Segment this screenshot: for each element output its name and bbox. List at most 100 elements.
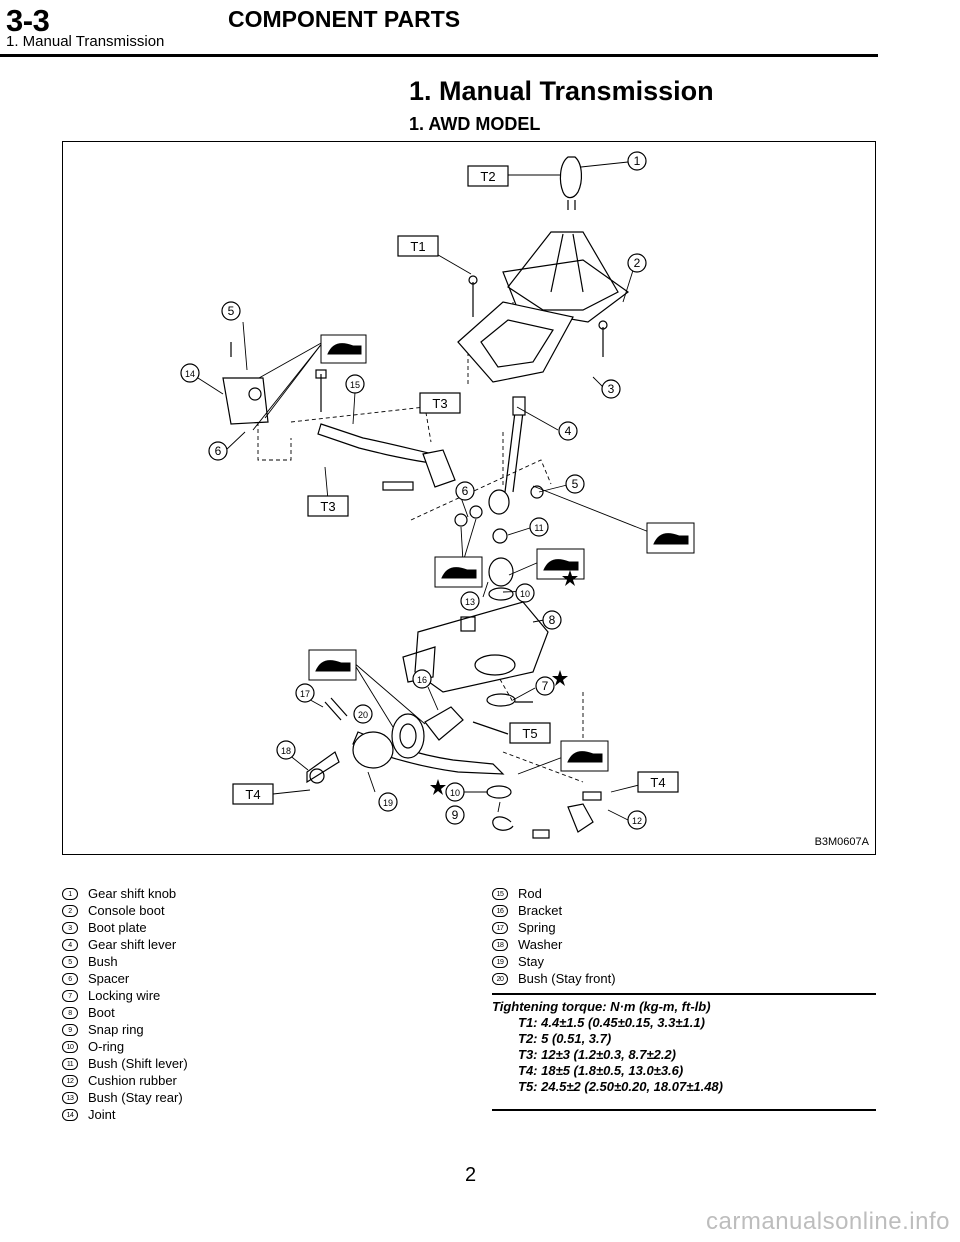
legend-label: Gear shift lever (88, 937, 177, 952)
svg-text:18: 18 (281, 746, 291, 756)
legend-number-badge: 3 (62, 921, 78, 934)
legend-item: 8 Boot (62, 1004, 188, 1021)
legend-number-badge: 15 (492, 887, 508, 900)
legend-item: 15 Rod (492, 885, 616, 902)
callout-14: 14 (180, 363, 200, 383)
torque-tag-t1: T1 (397, 235, 439, 257)
grease-icon (560, 740, 609, 772)
legend-item: 7 Locking wire (62, 987, 188, 1004)
grease-icon (308, 649, 357, 681)
torque-row: T3: 12±3 (1.2±0.3, 8.7±2.2) (518, 1047, 676, 1062)
legend-number-badge: 8 (62, 1006, 78, 1019)
callout-12: 12 (627, 810, 647, 830)
section-subtitle: 1. Manual Transmission (6, 33, 165, 50)
svg-text:5: 5 (228, 304, 235, 318)
callout-6: 6 (208, 441, 228, 461)
gear-shift-lever-part (488, 396, 526, 515)
legend-number-badge: 9 (62, 1023, 78, 1036)
screws (230, 275, 608, 412)
svg-text:T4: T4 (650, 775, 665, 790)
callout-7: 7 (535, 676, 555, 696)
legend-label: Gear shift knob (88, 886, 177, 901)
torque-row: T4: 18±5 (1.8±0.5, 13.0±3.6) (518, 1063, 684, 1078)
o-ring-part (486, 693, 533, 707)
legend-number-badge: 1 (62, 887, 78, 900)
svg-text:T2: T2 (480, 169, 495, 184)
legend-number-badge: 17 (492, 921, 508, 934)
svg-text:4: 4 (565, 424, 572, 438)
legend-number-badge: 12 (62, 1074, 78, 1087)
section-number: 3-3 (6, 3, 50, 38)
legend-label: Boot plate (88, 920, 147, 935)
legend-number-badge: 4 (62, 938, 78, 951)
grease-icon (320, 334, 367, 364)
callout-15: 15 (345, 374, 365, 394)
legend-label: Bush (Shift lever) (88, 1056, 188, 1071)
legend-item: 9 Snap ring (62, 1021, 188, 1038)
legend-number-badge: 5 (62, 955, 78, 968)
svg-text:20: 20 (358, 710, 368, 720)
legend-number-badge: 7 (62, 989, 78, 1002)
svg-text:T1: T1 (410, 239, 425, 254)
grease-icon (536, 548, 585, 580)
callout-19: 19 (378, 792, 398, 812)
boot-plate-part (457, 301, 574, 383)
legend-item: 11 Bush (Shift lever) (62, 1055, 188, 1072)
legend-label: Rod (518, 886, 542, 901)
svg-text:T3: T3 (320, 499, 335, 514)
legend-label: Spring (518, 920, 556, 935)
svg-text:10: 10 (520, 589, 530, 599)
star-icon (562, 570, 578, 586)
svg-text:2: 2 (634, 256, 641, 270)
legend-label: Console boot (88, 903, 165, 918)
torque-row: T2: 5 (0.51, 3.7) (518, 1031, 612, 1046)
svg-text:12: 12 (632, 816, 642, 826)
exploded-view-drawing: T2 T1 T3 T3 T5 T4 (180, 151, 695, 839)
section-title: COMPONENT PARTS (228, 6, 461, 32)
star-icon (430, 779, 446, 795)
legend-number-badge: 2 (62, 904, 78, 917)
legend-number-badge: 11 (62, 1057, 78, 1070)
legend-number-badge: 14 (62, 1108, 78, 1121)
legend-label: Bush (Stay rear) (88, 1090, 183, 1105)
grease-symbols (308, 334, 695, 772)
callout-3: 3 (601, 379, 621, 399)
svg-text:9: 9 (452, 808, 459, 822)
callout-6: 6 (455, 481, 475, 501)
callout-16: 16 (412, 669, 432, 689)
svg-text:11: 11 (534, 523, 543, 533)
legend-label: Bush (Stay front) (518, 971, 616, 986)
svg-text:15: 15 (350, 380, 360, 390)
torque-row: T1: 4.4±1.5 (0.45±0.15, 3.3±1.1) (518, 1015, 705, 1030)
svg-text:T4: T4 (245, 787, 260, 802)
callout-17: 17 (295, 683, 315, 703)
star-icon (552, 670, 568, 686)
legend-label: Locking wire (88, 988, 161, 1003)
callout-2: 2 (627, 253, 647, 273)
header-rule (0, 54, 878, 57)
callout-18: 18 (276, 740, 296, 760)
callout-9: 9 (445, 805, 465, 825)
legend-label: Stay (518, 954, 545, 969)
legend-item: 3 Boot plate (62, 919, 188, 936)
legend-label: Cushion rubber (88, 1073, 177, 1088)
callout-13: 13 (460, 591, 480, 611)
legend-item: 12 Cushion rubber (62, 1072, 188, 1089)
torque-row: T5: 24.5±2 (2.50±0.20, 18.07±1.48) (518, 1079, 723, 1094)
callout-5: 5 (221, 301, 241, 321)
legend-label: Boot (88, 1005, 115, 1020)
svg-text:6: 6 (215, 444, 222, 458)
page-number: 2 (465, 1164, 477, 1186)
grease-pointer-lines (252, 341, 650, 775)
callout-5: 5 (565, 474, 585, 494)
legend-number-badge: 10 (62, 1040, 78, 1053)
legend-label: Snap ring (88, 1022, 144, 1037)
svg-text:8: 8 (549, 613, 556, 627)
